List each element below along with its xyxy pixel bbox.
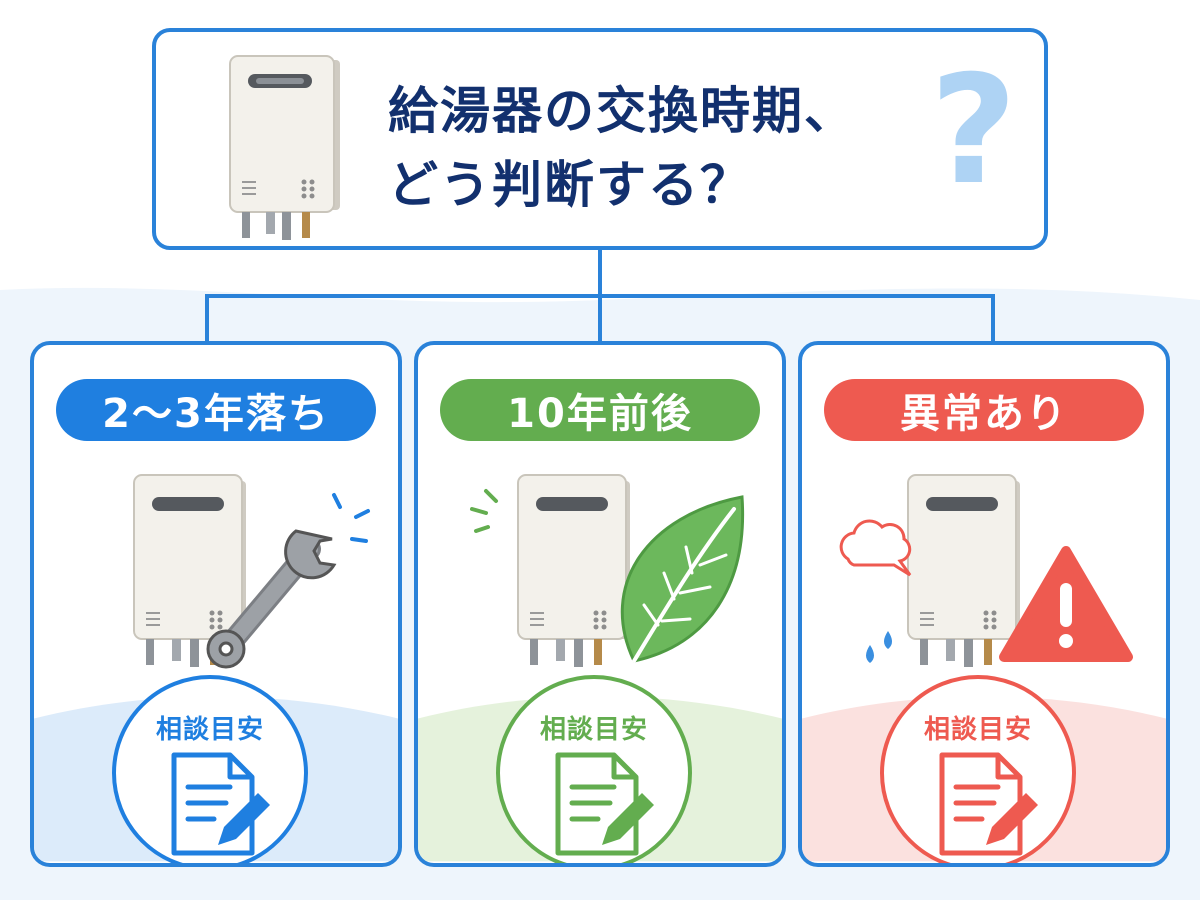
card-label-pill: 2〜3年落ち bbox=[56, 379, 376, 441]
page-title: 給湯器の交換時期、 どう判断する？ bbox=[388, 74, 856, 222]
card-label: 異常あり bbox=[900, 391, 1068, 437]
card-10-years: 10年前後 相談目安 bbox=[414, 341, 786, 867]
card-label-pill: 10年前後 bbox=[440, 379, 760, 441]
title-box bbox=[152, 28, 1048, 250]
title-line-2: どう判断する？ bbox=[388, 156, 752, 214]
card-label-pill: 異常あり bbox=[824, 379, 1144, 441]
card-illustration bbox=[133, 474, 370, 669]
badge-label: 相談目安 bbox=[923, 715, 1032, 745]
badge-label: 相談目安 bbox=[539, 715, 648, 745]
document-pencil-icon bbox=[939, 752, 1038, 856]
sparkle-lines bbox=[332, 493, 370, 543]
water-heater-icon bbox=[133, 474, 246, 667]
title-line-1: 給湯器の交換時期、 bbox=[388, 82, 856, 140]
leaf-icon bbox=[620, 495, 745, 663]
badge-label: 相談目安 bbox=[155, 715, 264, 745]
water-heater-icon bbox=[229, 55, 340, 240]
water-drops-icon bbox=[866, 631, 892, 663]
card-abnormal: 異常あり 相談目安 bbox=[798, 341, 1170, 867]
card-label: 2〜3年落ち bbox=[102, 391, 330, 437]
water-heater-icon bbox=[907, 474, 1020, 667]
wrench-icon bbox=[206, 529, 337, 669]
consult-badge: 相談目安 bbox=[496, 675, 692, 863]
card-illustration bbox=[470, 474, 745, 667]
card-label: 10年前後 bbox=[507, 391, 693, 437]
card-illustration bbox=[839, 474, 1133, 667]
question-mark-icon: ? bbox=[930, 44, 1018, 218]
smoke-cloud-icon bbox=[839, 519, 912, 577]
document-pencil-icon bbox=[171, 752, 270, 856]
warning-icon bbox=[999, 546, 1133, 662]
consult-badge: 相談目安 bbox=[880, 675, 1076, 863]
document-pencil-icon bbox=[555, 752, 654, 856]
consult-badge: 相談目安 bbox=[112, 675, 308, 863]
card-2-3-years: 2〜3年落ち 相談目安 bbox=[30, 341, 402, 867]
water-heater-icon bbox=[517, 474, 630, 667]
sparkle-lines bbox=[470, 489, 498, 533]
